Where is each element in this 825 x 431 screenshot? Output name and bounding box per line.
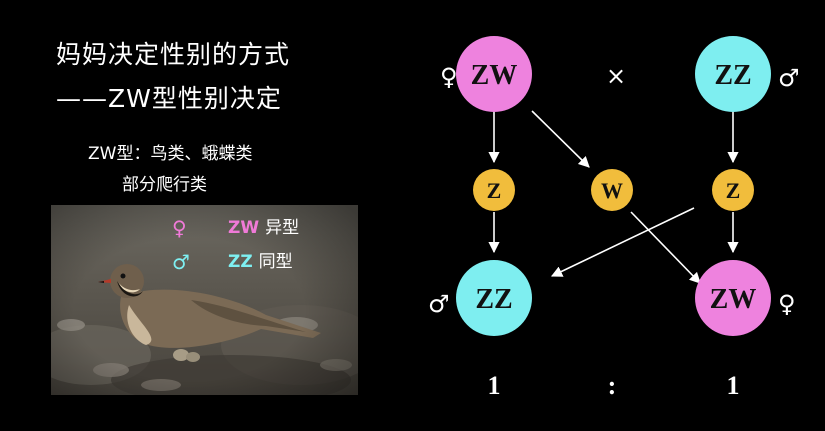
parent-male-node xyxy=(695,36,771,112)
arrow-z-to-zz-cross xyxy=(550,207,695,277)
legend-female-code: ZW xyxy=(228,218,260,238)
legend-male: ♂ ZZ 同型 xyxy=(172,251,293,273)
subtitle-line-2: 部分爬行类 xyxy=(122,175,207,195)
gamete-z-right xyxy=(712,169,754,211)
title-line-2: ——ZW型性别决定 xyxy=(56,84,282,113)
parent-male-symbol-icon: ♂ xyxy=(778,64,800,92)
parent-female-node xyxy=(456,36,532,112)
parent-male-label: ZZ xyxy=(714,60,751,91)
gamete-w xyxy=(591,169,633,211)
offspring-male-node xyxy=(456,260,532,336)
gamete-z-right-label: Z xyxy=(726,178,741,203)
legend-male-code: ZZ xyxy=(228,252,253,272)
legend-female-label: 异型 xyxy=(265,218,300,238)
offspring-male-symbol-icon: ♂ xyxy=(428,290,450,318)
female-symbol-icon: ♀ xyxy=(172,216,187,240)
ratio-left: 1 xyxy=(488,371,501,400)
ratio-right: 1 xyxy=(727,371,740,400)
cross-symbol: × xyxy=(606,62,626,90)
ratio-separator: : xyxy=(608,371,617,400)
title-line-1: 妈妈决定性别的方式 xyxy=(56,40,291,69)
offspring-female-label: ZW xyxy=(710,284,757,315)
arrows xyxy=(488,110,739,284)
offspring-female-node xyxy=(695,260,771,336)
arrow-zw-to-w xyxy=(531,110,590,168)
gamete-z-left-label: Z xyxy=(487,178,502,203)
parent-female-label: ZW xyxy=(471,60,518,91)
legend-female: ♀ ZW 异型 xyxy=(172,217,299,239)
offspring-male-label: ZZ xyxy=(475,284,512,315)
parent-female-symbol-icon: ♀ xyxy=(440,63,458,91)
subtitle-line-1: ZW型：鸟类、蛾蝶类 xyxy=(88,144,253,164)
gamete-w-label: W xyxy=(601,178,623,203)
legend-male-label: 同型 xyxy=(258,252,293,272)
male-symbol-icon: ♂ xyxy=(172,250,190,274)
offspring-female-symbol-icon: ♀ xyxy=(778,290,796,318)
bird-photo xyxy=(51,205,358,395)
arrow-w-to-zw xyxy=(630,211,701,284)
gamete-z-left xyxy=(473,169,515,211)
